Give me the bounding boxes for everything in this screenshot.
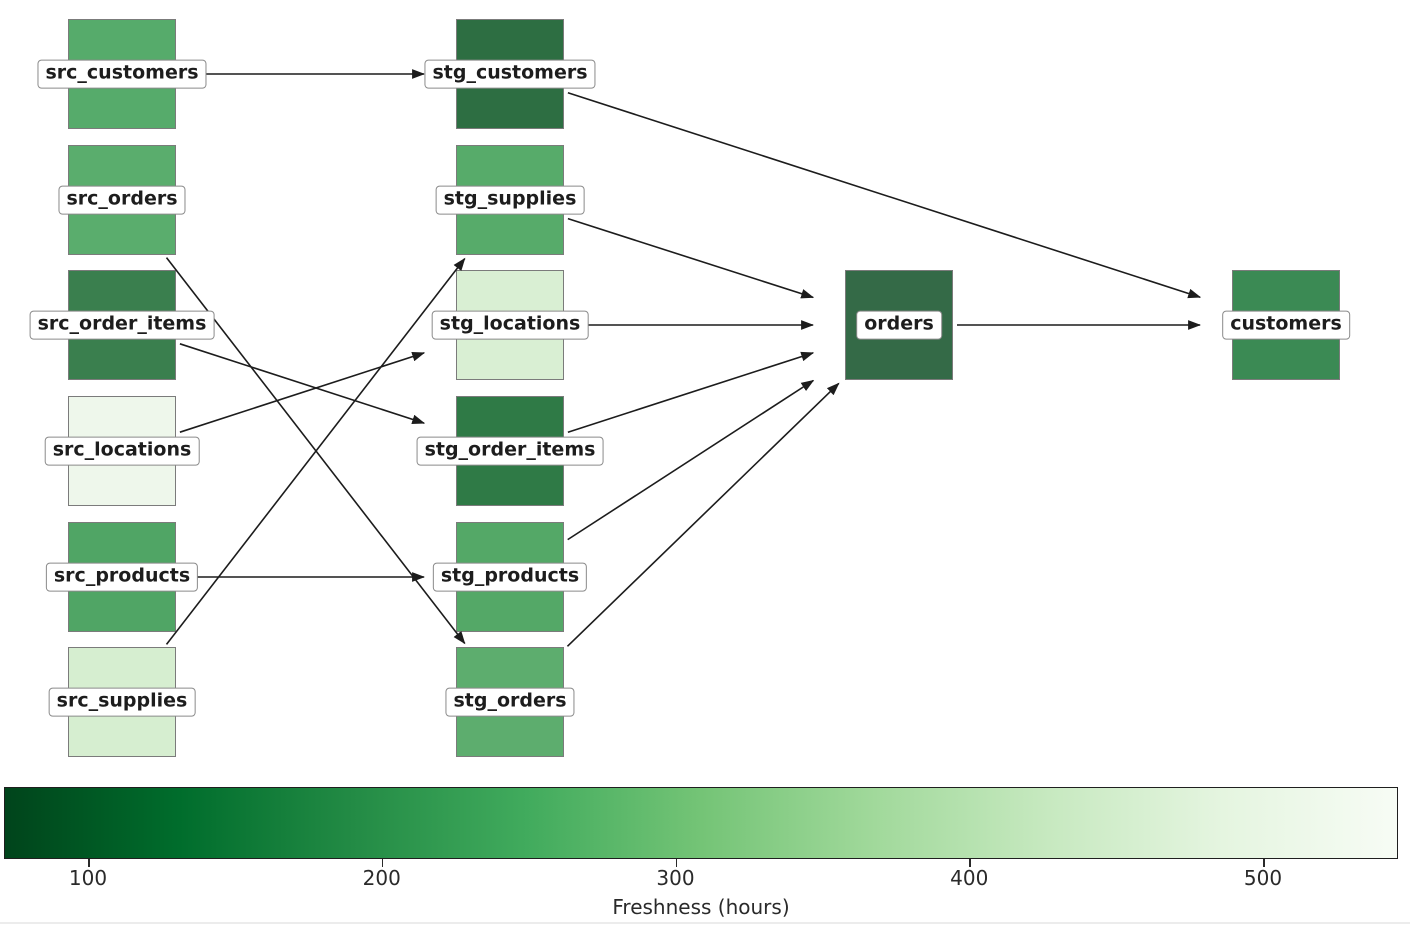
edge-stg_order_items-to-orders: [567, 351, 815, 434]
colorbar-tick-label: 200: [362, 866, 401, 890]
node-label-src_order_items: src_order_items: [29, 310, 215, 340]
colorbar-tick: [1263, 859, 1265, 867]
colorbar-tick: [381, 859, 384, 867]
colorbar-tick-label: 300: [656, 866, 695, 890]
edge-stg_customers-to-customers: [567, 91, 1202, 299]
node-label-src_products: src_products: [45, 562, 199, 592]
colorbar-tick: [675, 859, 678, 867]
colorbar-tick-label: 500: [1243, 866, 1283, 890]
colorbar-tick-label: 400: [950, 866, 989, 890]
node-label-src_orders: src_orders: [58, 185, 186, 215]
edge-src_order_items-to-stg_order_items: [179, 343, 426, 425]
node-label-stg_orders: stg_orders: [445, 687, 575, 717]
node-label-stg_products: stg_products: [432, 562, 588, 592]
node-label-stg_customers: stg_customers: [424, 59, 596, 89]
edge-stg_orders-to-orders: [566, 382, 840, 647]
edge-stg_supplies-to-orders: [567, 217, 815, 299]
edge-stg_products-to-orders: [567, 379, 815, 541]
node-label-orders: orders: [856, 310, 942, 340]
node-label-src_locations: src_locations: [44, 436, 200, 466]
edge-src_locations-to-stg_locations: [179, 351, 426, 433]
colorbar-gradient: [4, 787, 1398, 859]
figure-bottom-divider: [0, 922, 1410, 924]
node-label-stg_supplies: stg_supplies: [435, 185, 585, 215]
node-label-stg_order_items: stg_order_items: [416, 436, 604, 466]
colorbar-tick-label: 100: [68, 866, 108, 890]
node-label-stg_locations: stg_locations: [431, 310, 589, 340]
colorbar-tick: [88, 859, 90, 867]
edge-src_supplies-to-stg_supplies: [165, 257, 466, 645]
node-label-src_supplies: src_supplies: [48, 687, 196, 717]
colorbar-tick: [969, 859, 971, 867]
node-label-src_customers: src_customers: [37, 59, 207, 89]
colorbar-axis-label: Freshness (hours): [612, 895, 790, 919]
node-label-customers: customers: [1222, 310, 1350, 340]
